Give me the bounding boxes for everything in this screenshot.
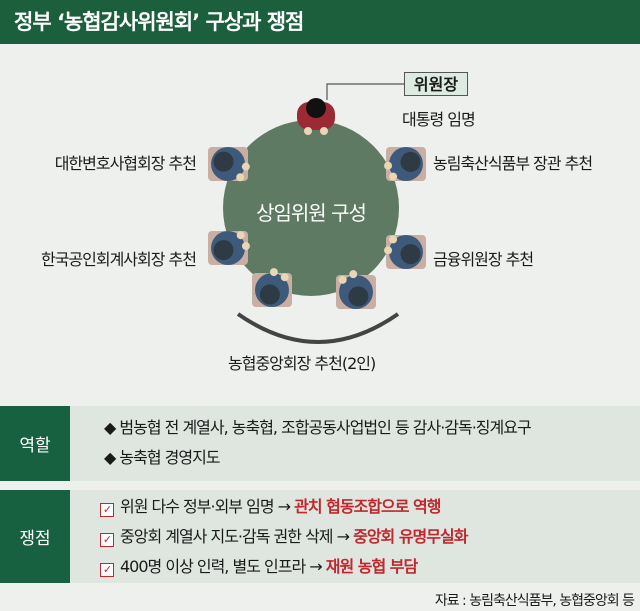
member-person-icon — [336, 270, 376, 309]
checkbox-icon: ✓ — [100, 563, 114, 577]
role-section: 역할 ◆ 범농협 전 계열사, 농축협, 조합공동사업법인 등 감사·감독·징계… — [0, 406, 640, 481]
member-label-nonghyup: 농협중앙회장 추천(2인) — [228, 354, 376, 373]
bottom-members-arc — [236, 312, 400, 344]
member-person-icon — [208, 147, 250, 182]
source-note: 자료 : 농림축산식품부, 농협중앙회 등 — [434, 593, 635, 609]
round-table — [223, 120, 399, 296]
role-label: 역할 — [0, 406, 70, 481]
member-label-accountants: 한국공인회계사회장 추천 — [40, 250, 197, 269]
chair-note: 대통령 임명 — [402, 110, 476, 129]
issues-label: 쟁점 — [0, 490, 70, 583]
member-person-icon — [208, 231, 250, 265]
meeting-diagram — [208, 83, 426, 344]
member-label-fsc: 금융위원장 추천 — [433, 250, 534, 269]
chair-person-icon — [297, 98, 335, 135]
issue-item: ✓위원 다수 정부·외부 임명 → 관치 협동조합으로 역행 — [100, 492, 640, 522]
table-label: 상임위원 구성 — [256, 201, 367, 225]
issue-item: ✓중앙회 계열사 지도·감독 권한 삭제 → 중앙회 유명무실화 — [100, 522, 640, 552]
role-item: ◆ 범농협 전 계열사, 농축협, 조합공동사업법인 등 감사·감독·징계요구 — [104, 418, 532, 437]
issues-section: 쟁점 ✓위원 다수 정부·외부 임명 → 관치 협동조합으로 역행 ✓중앙회 계… — [0, 490, 640, 583]
issue-item: ✓400명 이상 인력, 별도 인프라 → 재원 농협 부담 — [100, 552, 640, 582]
member-person-icon — [384, 147, 426, 181]
member-person-icon — [384, 235, 426, 269]
checkbox-icon: ✓ — [100, 533, 114, 547]
member-person-icon — [252, 268, 292, 307]
title-bar: 정부 ‘농협감사위원회’ 구상과 쟁점 — [0, 0, 640, 44]
chair-label: 위원장 — [404, 72, 468, 96]
chair-connector-line — [326, 83, 404, 100]
member-label-lawyers: 대한변호사협회장 추천 — [54, 154, 197, 173]
member-label-ministry: 농림축산식품부 장관 추천 — [433, 154, 593, 173]
role-item: ◆ 농축협 경영지도 — [104, 448, 221, 467]
checkbox-icon: ✓ — [100, 503, 114, 517]
